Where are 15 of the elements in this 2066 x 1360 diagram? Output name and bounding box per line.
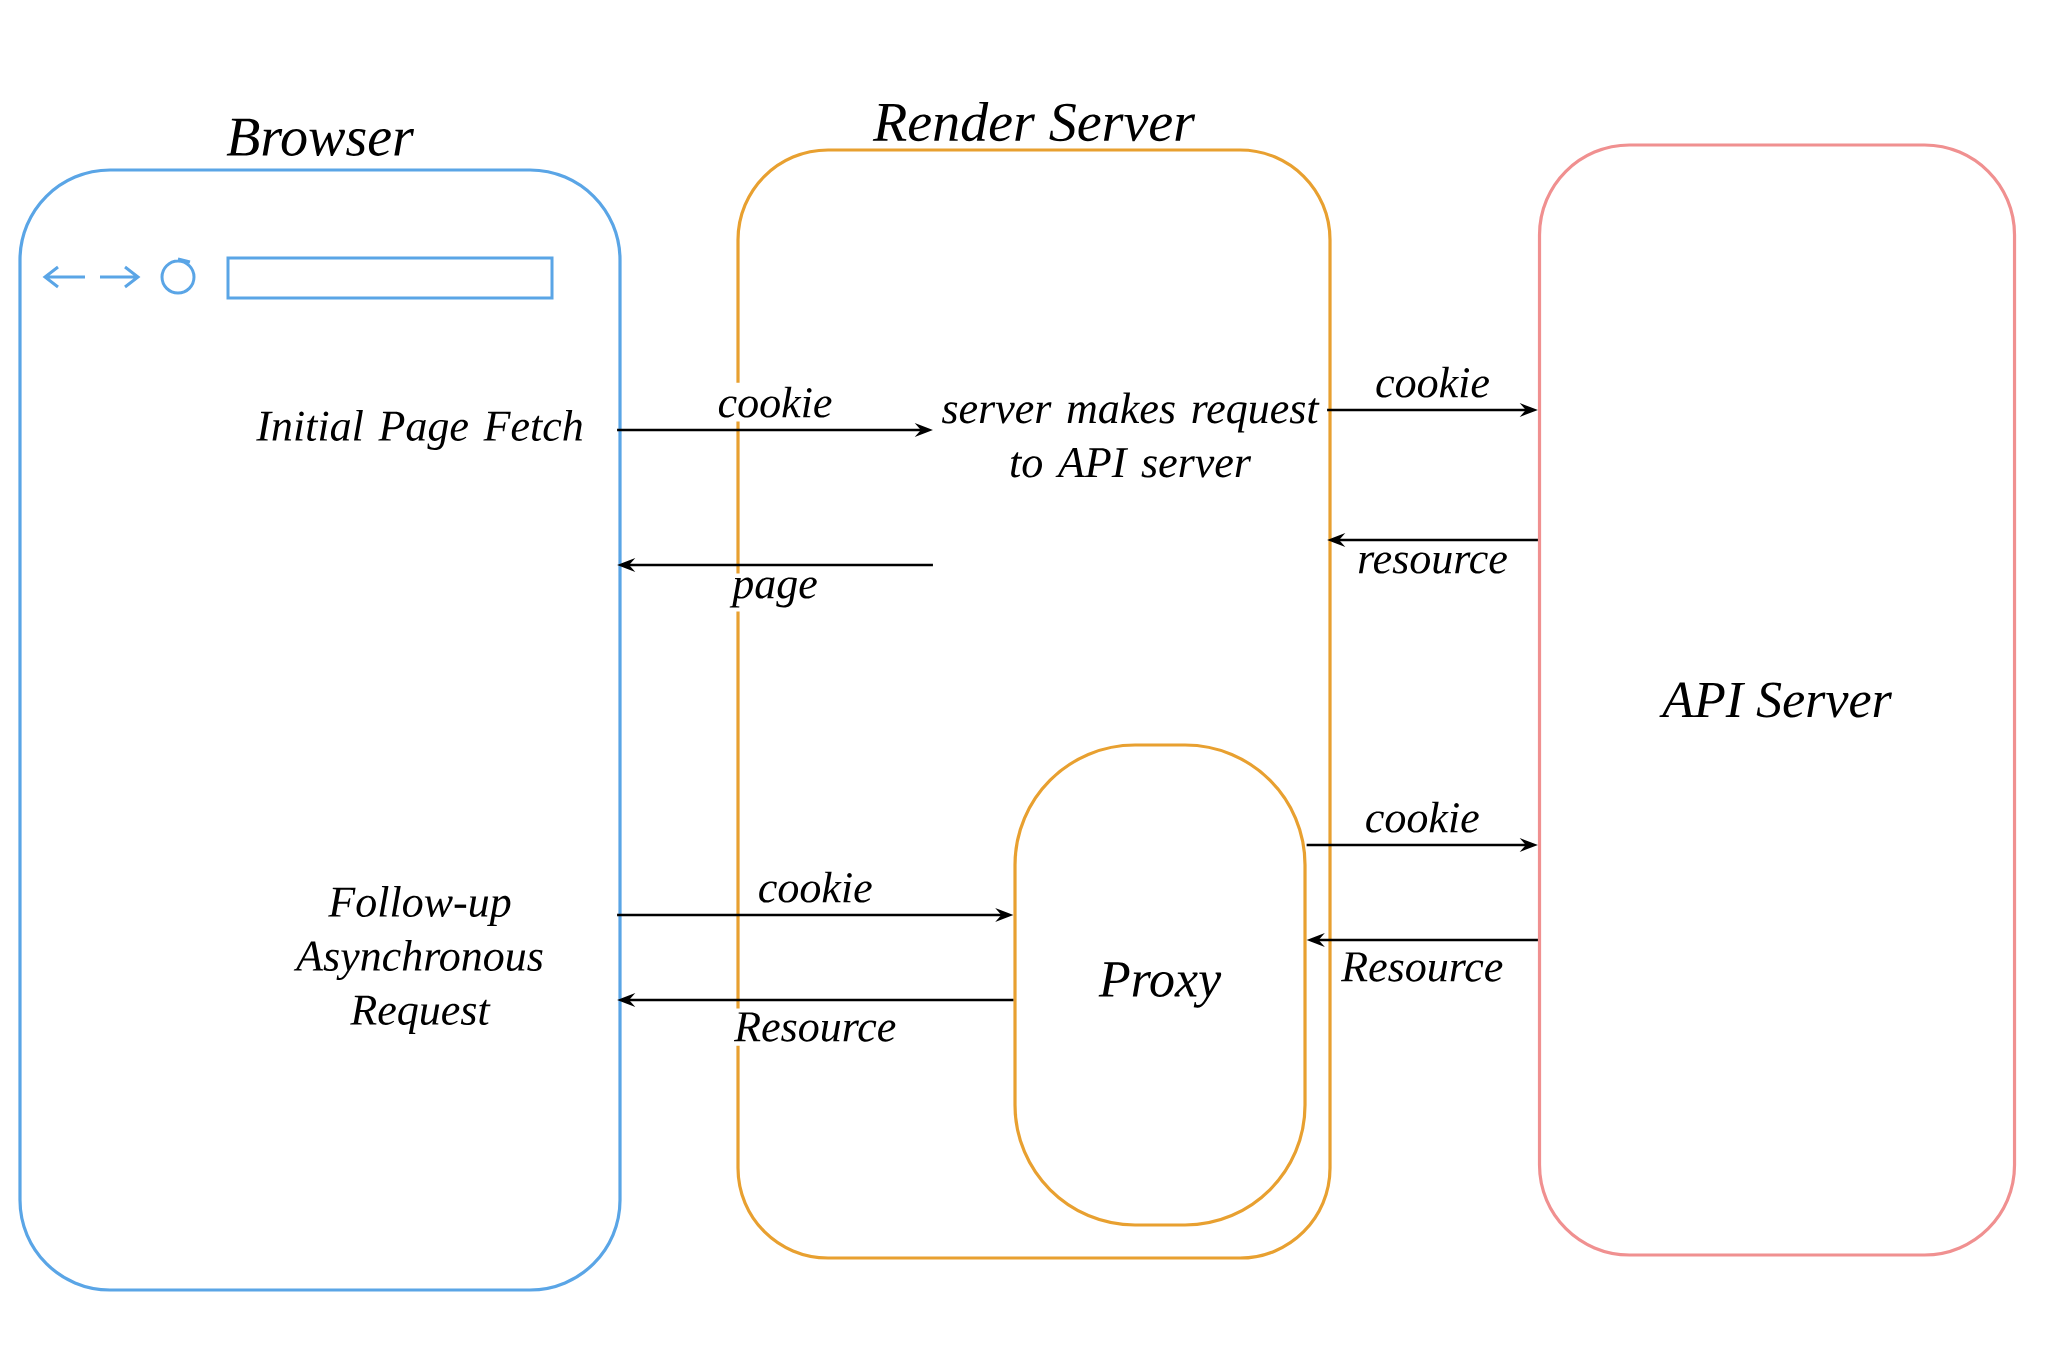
edge-label: page <box>728 573 822 612</box>
edge-label: cookie <box>753 867 877 907</box>
step-text: Initial Page Fetch <box>256 410 582 450</box>
edge-label: cookie <box>1360 797 1484 837</box>
step-text: Follow-up Asynchronous Request <box>293 886 543 1034</box>
node-label: Render Server <box>872 101 1196 142</box>
process-box: Proxy <box>1013 743 1307 1227</box>
edge-label: Resource <box>1337 948 1508 986</box>
step-text: server makes request to API server <box>942 392 1320 478</box>
edge-label: Resource <box>730 1008 901 1046</box>
node-label: Browser <box>226 118 415 156</box>
edge-label: cookie <box>713 382 837 422</box>
edge-label: resource <box>1353 548 1512 578</box>
edge-label: cookie <box>1371 362 1494 402</box>
container-box: API Server <box>1537 143 2017 1257</box>
